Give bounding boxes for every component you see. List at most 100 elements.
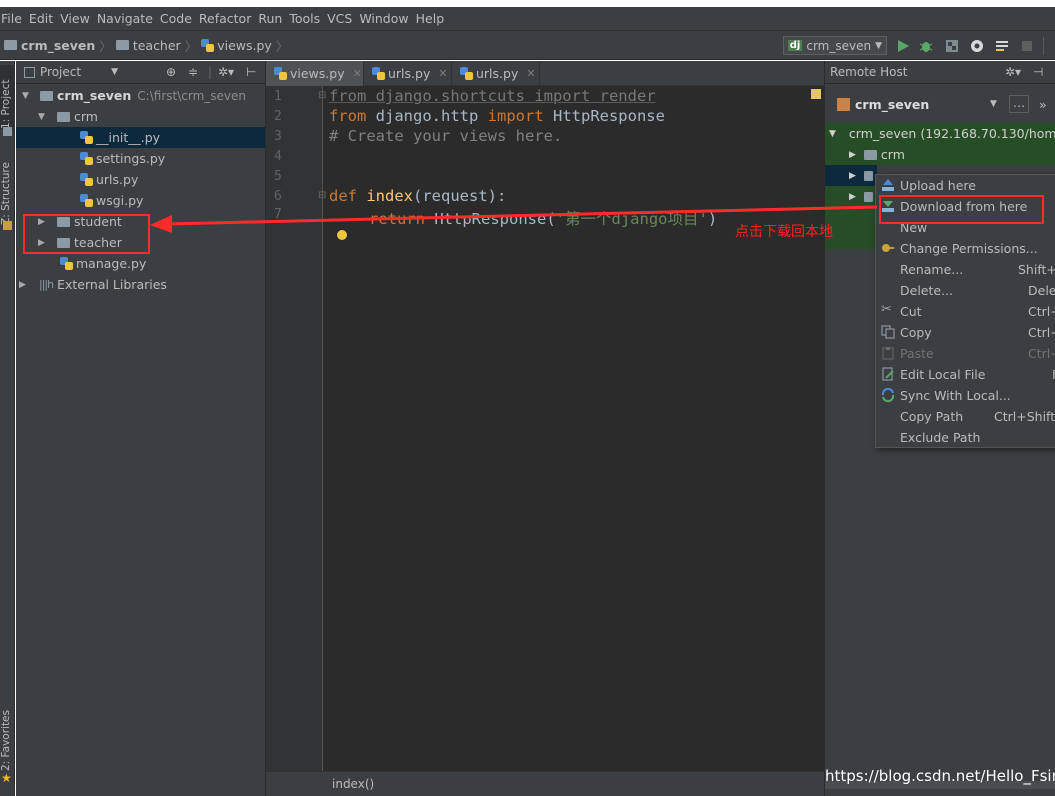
- code-line-3[interactable]: # Create your views here.: [329, 127, 563, 145]
- tree-item-settings[interactable]: settings.py: [80, 148, 165, 169]
- server-icon: [837, 97, 850, 111]
- remote-tree-crm[interactable]: ▶ crm: [825, 144, 1055, 165]
- favorites-tool-tab[interactable]: 2: Favorites: [0, 710, 12, 771]
- python-file-icon: [80, 194, 93, 207]
- profile-icon[interactable]: [970, 39, 984, 53]
- warning-marker-icon[interactable]: [811, 89, 821, 99]
- debug-icon[interactable]: [919, 39, 933, 53]
- code-line-7[interactable]: return HttpResponse('第一个django项目'): [369, 207, 717, 229]
- menu-item-copy-path[interactable]: Copy Path Ctrl+Shift+: [876, 406, 1055, 427]
- gear-icon[interactable]: ✲▾: [218, 65, 235, 79]
- remote-tree-root[interactable]: ▼ crm_seven (192.168.70.130/hom: [825, 123, 1055, 144]
- menu-item-sync-with-local[interactable]: Sync With Local...: [876, 385, 1055, 406]
- toolbar-separator: [1043, 37, 1044, 55]
- hide-panel-icon[interactable]: ⊣: [1033, 65, 1044, 79]
- tree-item-student[interactable]: ▶ student: [38, 211, 122, 232]
- chevron-down-icon[interactable]: ▼: [111, 67, 118, 77]
- horizontal-scrollbar[interactable]: [825, 781, 1055, 789]
- collapsed-arrow-icon[interactable]: ▶: [19, 279, 26, 290]
- close-icon[interactable]: ✕: [526, 67, 536, 80]
- line-number: 7: [274, 207, 282, 222]
- folder-icon: [4, 40, 17, 50]
- menu-refactor[interactable]: Refactor: [198, 11, 252, 26]
- function-breadcrumb[interactable]: index(): [332, 777, 375, 791]
- project-view-select[interactable]: Project: [40, 65, 82, 79]
- menu-item-label: Paste: [900, 346, 934, 361]
- collapse-icon[interactable]: ≑: [188, 65, 199, 79]
- chevron-down-icon[interactable]: ▼: [990, 99, 997, 109]
- tab-urls-py[interactable]: urls.py ✕: [364, 61, 452, 86]
- collapsed-arrow-icon[interactable]: ▶: [849, 191, 856, 202]
- line-number: 5: [274, 169, 282, 184]
- menu-item-upload-here[interactable]: Upload here: [876, 175, 1055, 196]
- run-tasks-icon[interactable]: [995, 39, 1009, 53]
- breadcrumb-file[interactable]: views.py: [217, 37, 272, 53]
- tree-item-manage[interactable]: manage.py: [60, 253, 146, 274]
- menu-item-cut[interactable]: ✂ Cut Ctrl+: [876, 301, 1055, 322]
- fold-icon[interactable]: ⊟: [318, 190, 327, 201]
- stop-icon[interactable]: [1020, 39, 1034, 53]
- tree-item-init[interactable]: __init__.py: [16, 127, 265, 148]
- gear-icon[interactable]: ✲▾: [1005, 65, 1022, 79]
- collapsed-arrow-icon[interactable]: ▶: [38, 237, 45, 248]
- remote-tree-row[interactable]: [825, 228, 877, 249]
- paste-icon: [882, 347, 894, 360]
- tree-item-urls[interactable]: urls.py: [80, 169, 138, 190]
- keyword: from: [329, 87, 367, 105]
- structure-tool-tab[interactable]: Z: Structure: [0, 162, 12, 225]
- coverage-icon[interactable]: [945, 39, 959, 53]
- menu-edit[interactable]: Edit: [28, 11, 54, 26]
- tree-item-crm[interactable]: ▼ crm: [38, 106, 98, 127]
- menu-help[interactable]: Help: [415, 11, 445, 26]
- overflow-icon[interactable]: »: [1039, 96, 1047, 112]
- expanded-arrow-icon[interactable]: ▼: [829, 128, 836, 139]
- tab-urls-py-2[interactable]: urls.py ✕: [452, 61, 540, 86]
- menu-vcs[interactable]: VCS: [327, 11, 353, 26]
- hide-panel-icon[interactable]: ⊢: [246, 65, 257, 79]
- menu-item-download-from-here[interactable]: Download from here: [876, 196, 1055, 217]
- menu-run[interactable]: Run: [258, 11, 283, 26]
- breadcrumb-project[interactable]: crm_seven: [21, 37, 96, 53]
- tree-item-wsgi[interactable]: wsgi.py: [80, 190, 143, 211]
- locate-icon[interactable]: ⊕: [166, 65, 177, 79]
- more-button[interactable]: …: [1009, 95, 1029, 113]
- menu-navigate[interactable]: Navigate: [96, 11, 153, 26]
- menu-tools[interactable]: Tools: [289, 11, 321, 26]
- tree-item-root[interactable]: ▼ crm_seven C:\first\crm_seven: [22, 85, 246, 106]
- menu-file[interactable]: File: [1, 11, 22, 26]
- intention-bulb-icon[interactable]: [337, 230, 347, 240]
- collapsed-arrow-icon[interactable]: ▶: [38, 216, 45, 227]
- menu-item-exclude-path[interactable]: Exclude Path: [876, 427, 1055, 448]
- menu-item-label: Edit Local File: [900, 367, 986, 382]
- remote-server-selector[interactable]: crm_seven ▼ … »: [825, 88, 1055, 120]
- remote-tree-row[interactable]: ▶: [825, 186, 877, 207]
- code-line-6[interactable]: def index(request):: [329, 187, 506, 205]
- breadcrumb-folder[interactable]: teacher: [132, 37, 181, 53]
- close-icon[interactable]: ✕: [438, 67, 448, 80]
- run-icon[interactable]: [896, 39, 910, 53]
- collapsed-arrow-icon[interactable]: ▶: [849, 149, 856, 160]
- menu-window[interactable]: Window: [359, 11, 409, 26]
- menu-code[interactable]: Code: [159, 11, 192, 26]
- close-icon[interactable]: ✕: [352, 67, 362, 80]
- python-file-icon: [201, 38, 215, 52]
- menu-item-change-permissions[interactable]: Change Permissions...: [876, 238, 1055, 259]
- fold-icon[interactable]: ⊟: [318, 90, 327, 101]
- menu-item-delete[interactable]: Delete... Delet: [876, 280, 1055, 301]
- remote-tree-selected[interactable]: ▶: [825, 165, 877, 186]
- tree-item-teacher[interactable]: ▶ teacher: [38, 232, 122, 253]
- run-configuration-select[interactable]: dj crm_seven ▼: [782, 36, 887, 55]
- code-line-2[interactable]: from django.http import HttpResponse: [329, 107, 665, 125]
- menu-item-copy[interactable]: Copy Ctrl+: [876, 322, 1055, 343]
- menu-item-rename[interactable]: Rename... Shift+F: [876, 259, 1055, 280]
- tab-views-py[interactable]: views.py ✕: [266, 61, 364, 86]
- tree-item-external-libraries[interactable]: ▶ |||h External Libraries: [19, 274, 167, 295]
- expanded-arrow-icon[interactable]: ▼: [38, 111, 45, 122]
- menu-item-label: Exclude Path: [900, 430, 981, 445]
- code-line-1[interactable]: from django.shortcuts import render: [329, 87, 656, 105]
- expanded-arrow-icon[interactable]: ▼: [22, 90, 29, 101]
- menu-view[interactable]: View: [60, 11, 90, 26]
- menu-item-edit-local-file[interactable]: Edit Local File F: [876, 364, 1055, 385]
- project-tool-tab[interactable]: 1: Project: [0, 65, 15, 129]
- collapsed-arrow-icon[interactable]: ▶: [849, 170, 856, 181]
